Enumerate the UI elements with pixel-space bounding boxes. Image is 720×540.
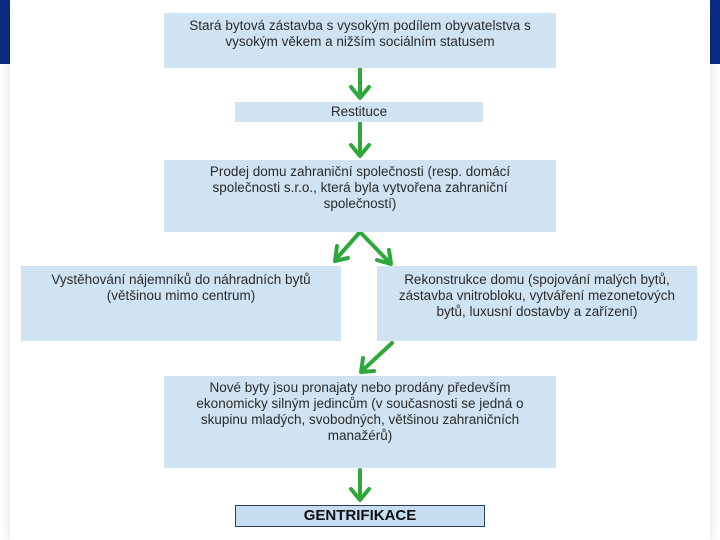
arrow-3 (362, 341, 394, 371)
box-reconstruction: Rekonstrukce domu (spojování malých bytů… (377, 266, 697, 341)
box-restitution-text: Restituce (330, 104, 388, 119)
gentrification-text: GENTRIFIKACE (303, 507, 417, 524)
box-new-apartments-text: Nové byty jsou pronajaty nebo prodány př… (196, 380, 524, 443)
arrow-split-left (335, 230, 362, 260)
box-eviction: Vystěhování nájemníků do náhradních bytů… (21, 266, 341, 341)
arrow-split-right (358, 230, 391, 264)
box-sale: Prodej domu zahraniční společnosti (resp… (164, 160, 556, 232)
box-eviction-text: Vystěhování nájemníků do náhradních bytů… (51, 272, 311, 303)
box-new-apartments: Nové byty jsou pronajaty nebo prodány př… (164, 376, 556, 468)
box-old-housing: Stará bytová zástavba s vysokým podílem … (164, 13, 556, 68)
gentrification-label: GENTRIFIKACE (235, 505, 485, 527)
box-reconstruction-text: Rekonstrukce domu (spojování malých bytů… (398, 272, 676, 319)
box-old-housing-text: Stará bytová zástavba s vysokým podílem … (189, 18, 531, 49)
box-sale-text: Prodej domu zahraniční společnosti (resp… (209, 164, 511, 211)
box-restitution: Restituce (235, 102, 483, 122)
